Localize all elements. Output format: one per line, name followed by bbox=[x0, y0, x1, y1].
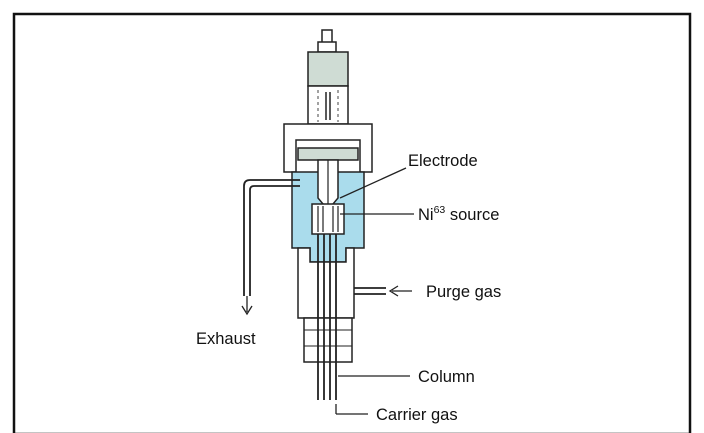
label-column: Column bbox=[418, 368, 475, 386]
label-carrier-gas: Carrier gas bbox=[376, 406, 458, 424]
flange-nut bbox=[283, 123, 373, 173]
upper-housing bbox=[307, 85, 349, 125]
electrode-leader bbox=[339, 167, 407, 199]
bottom-fitting bbox=[303, 317, 353, 363]
terminal-connector bbox=[317, 29, 337, 53]
purge-gas-inlet bbox=[354, 285, 412, 297]
label-ni-superscript: 63 bbox=[434, 204, 446, 216]
column-tube bbox=[317, 234, 337, 400]
label-purge-gas: Purge gas bbox=[426, 283, 501, 301]
label-exhaust: Exhaust bbox=[196, 330, 256, 348]
electrode bbox=[317, 159, 339, 212]
exhaust-pipe bbox=[241, 179, 300, 316]
label-ni-suffix: source bbox=[445, 206, 499, 224]
insulator-cap bbox=[307, 51, 349, 87]
ni63-source bbox=[311, 203, 345, 235]
label-ni63-source: Ni63 source bbox=[418, 204, 499, 224]
label-electrode: Electrode bbox=[408, 152, 478, 170]
label-ni-prefix: Ni bbox=[418, 206, 434, 224]
